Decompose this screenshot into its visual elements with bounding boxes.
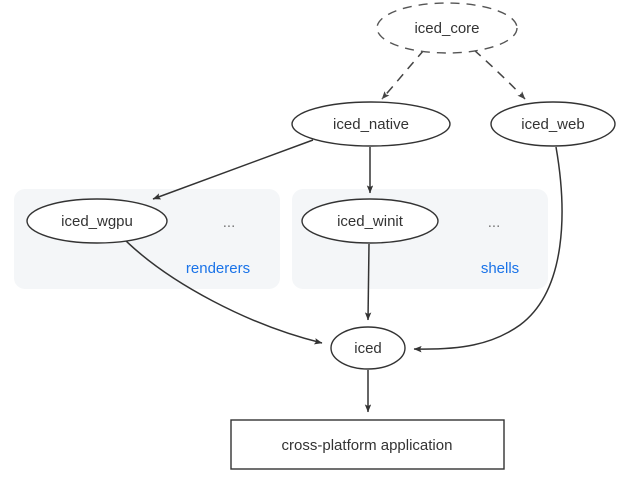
edge-core-to-native bbox=[381, 49, 425, 100]
node-iced-winit-shape bbox=[301, 198, 439, 244]
node-iced-web-shape bbox=[490, 101, 616, 147]
edge-web-to-iced bbox=[413, 146, 563, 353]
node-iced-label: iced bbox=[354, 340, 382, 357]
node-iced-core-label: iced_core bbox=[414, 20, 479, 37]
cluster-renderers-label: renderers bbox=[186, 260, 250, 277]
node-app-label: cross-platform application bbox=[282, 437, 453, 454]
edge-native-to-wgpu bbox=[152, 139, 314, 200]
node-iced-wgpu-label: iced_wgpu bbox=[61, 213, 133, 230]
edge-wgpu-to-iced bbox=[125, 240, 323, 345]
node-iced-core-shape bbox=[376, 2, 518, 54]
node-iced-native-label: iced_native bbox=[333, 116, 409, 133]
cluster-labels-group: renderers shells bbox=[186, 260, 519, 277]
node-iced-shape bbox=[330, 326, 406, 370]
node-iced-wgpu[interactable]: iced_wgpu bbox=[26, 198, 168, 244]
edges-group: iced_native (dashed) --> iced_web (dashe… bbox=[125, 49, 563, 413]
placeholders-group: ... ... bbox=[223, 214, 501, 231]
cluster-shells-label: shells bbox=[481, 260, 519, 277]
node-iced-native[interactable]: iced_native bbox=[291, 101, 451, 147]
node-iced-web-label: iced_web bbox=[521, 116, 584, 133]
node-iced-native-shape bbox=[291, 101, 451, 147]
shells-ellipsis-label: ... bbox=[488, 214, 501, 231]
renderers-ellipsis-label: ... bbox=[223, 214, 236, 231]
edge-core-to-web bbox=[473, 49, 526, 100]
node-iced-winit-label: iced_winit bbox=[337, 213, 404, 230]
nodes-group: iced_core iced_native iced_web iced_wgpu… bbox=[26, 2, 616, 470]
node-cross-platform-application[interactable]: cross-platform application bbox=[230, 419, 505, 470]
node-app-shape bbox=[230, 419, 505, 470]
node-iced[interactable]: iced bbox=[330, 326, 406, 370]
node-iced-core[interactable]: iced_core bbox=[376, 2, 518, 54]
node-iced-wgpu-shape bbox=[26, 198, 168, 244]
node-iced-winit[interactable]: iced_winit bbox=[301, 198, 439, 244]
edge-winit-to-iced bbox=[364, 243, 372, 321]
node-iced-web[interactable]: iced_web bbox=[490, 101, 616, 147]
